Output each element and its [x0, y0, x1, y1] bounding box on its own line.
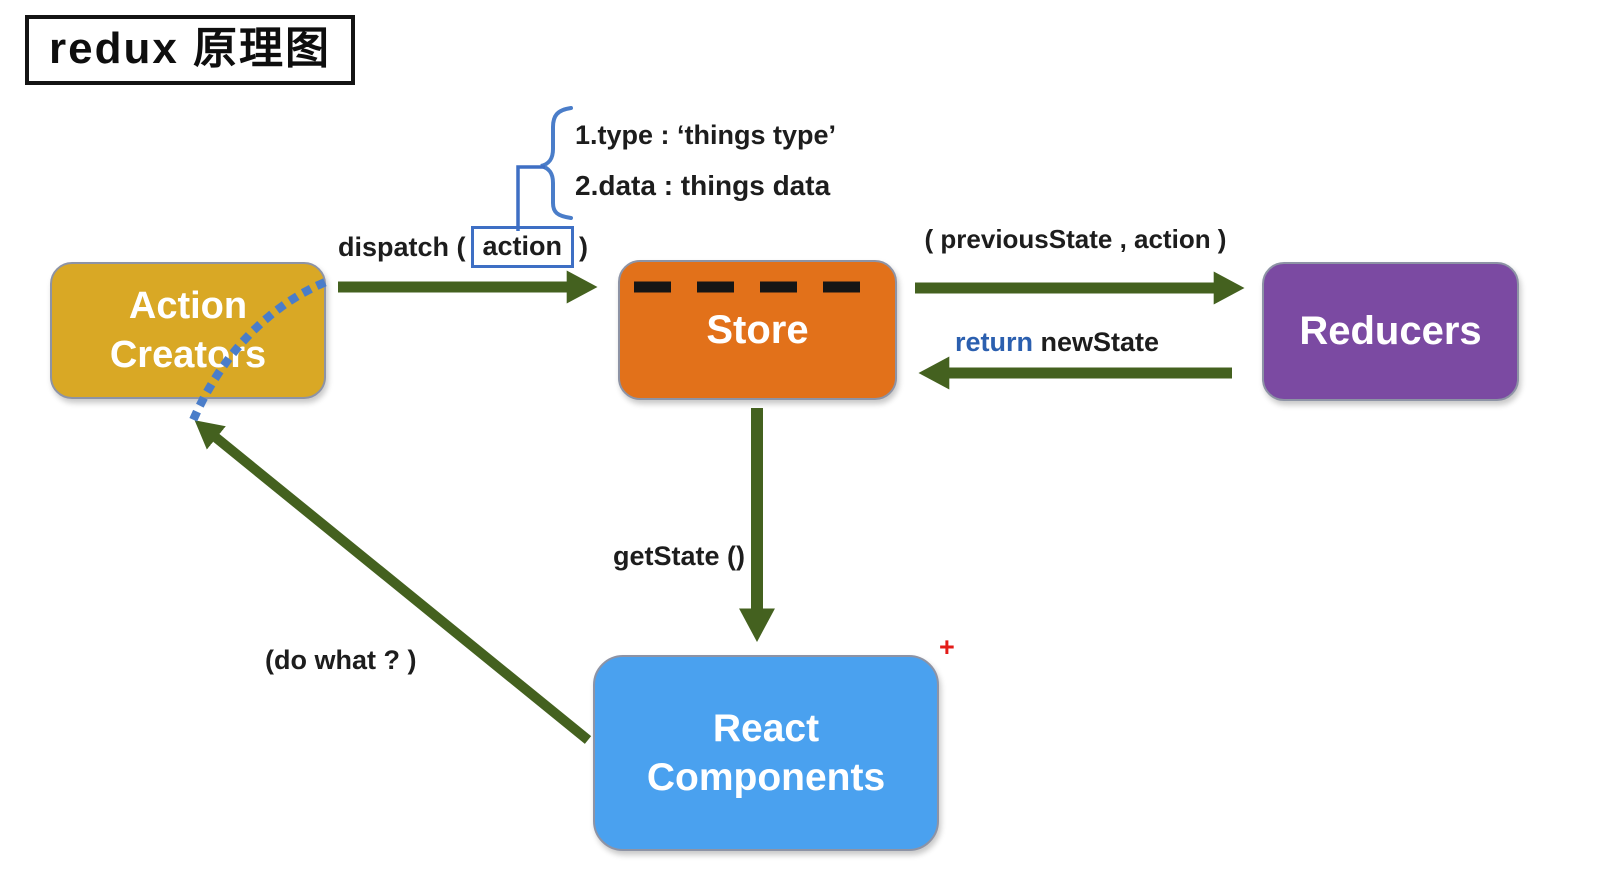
previousstate-label: ( previousState , action )	[924, 224, 1227, 254]
return-keyword: return	[954, 327, 1033, 357]
do-what-arrow	[194, 420, 592, 744]
action-data-annotation: 2.data : things data	[575, 170, 831, 201]
node-action-creators: Action Creators	[50, 262, 326, 399]
newstate-text: newState	[1032, 327, 1160, 357]
action-box-connector	[516, 165, 545, 231]
action-type-annotation: 1.type : ‘things type’	[575, 120, 837, 150]
diagram-title-text: redux 原理图	[49, 24, 332, 73]
node-store: Store	[618, 260, 897, 400]
node-reducers-label: Reducers	[1299, 309, 1482, 353]
node-react-components: React Components	[593, 655, 939, 851]
node-store-label: Store	[706, 307, 809, 352]
plus-mark: +	[939, 632, 955, 662]
getstate-label: getState ()	[612, 541, 745, 571]
action-payload-brace	[540, 106, 573, 220]
node-reducers: Reducers	[1262, 262, 1519, 401]
do-what-label: (do what ? )	[265, 645, 417, 675]
return-newstate-label: return newState	[912, 327, 1202, 358]
dispatch-label: dispatch ( action )	[338, 226, 588, 268]
dispatch-prefix: dispatch (	[338, 231, 466, 262]
diagram-title: redux 原理图	[25, 15, 356, 85]
node-action-creators-label: Action Creators	[109, 284, 267, 376]
dispatch-suffix: )	[579, 231, 589, 262]
node-react-components-label: React Components	[646, 706, 886, 799]
action-chip: action	[470, 226, 575, 268]
